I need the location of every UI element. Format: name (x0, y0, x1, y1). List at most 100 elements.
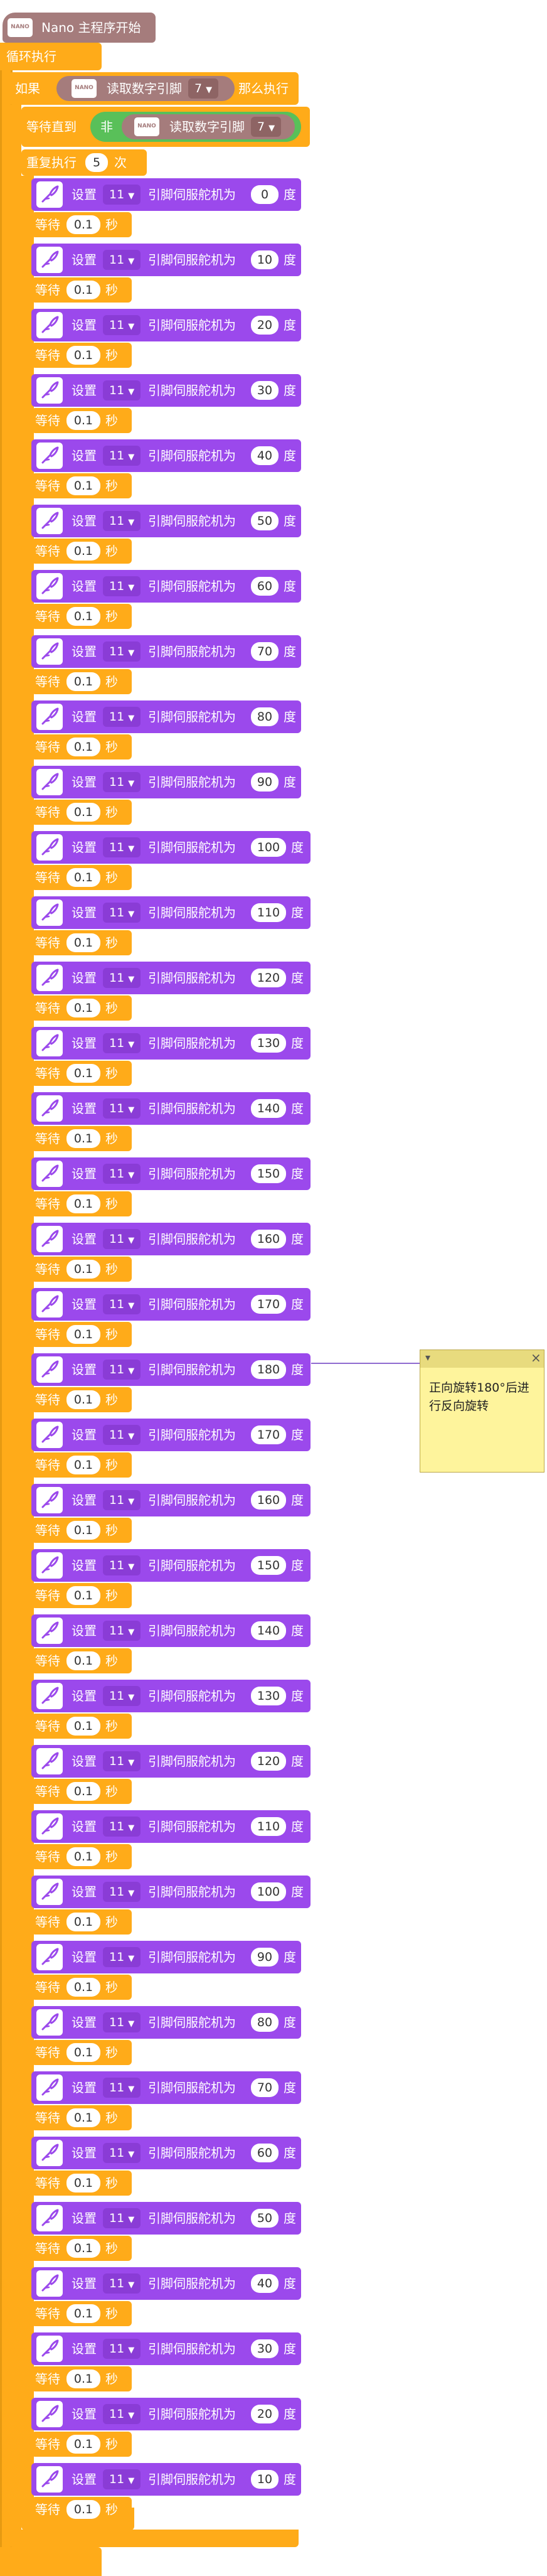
wait-seconds-input[interactable]: 0.1 (66, 607, 100, 626)
comment-text[interactable]: 正向旋转180°后进行反向旋转 (429, 1381, 529, 1413)
servo-angle-input[interactable]: 120 (251, 1752, 286, 1771)
servo-pin-dropdown[interactable]: 11▼ (103, 1425, 141, 1445)
wait-seconds-input[interactable]: 0.1 (66, 999, 100, 1017)
wait-seconds-input[interactable]: 0.1 (66, 803, 100, 822)
wait-seconds-input[interactable]: 0.1 (66, 1717, 100, 1736)
wait-seconds-input[interactable]: 0.1 (66, 411, 100, 430)
repeat-block[interactable]: 重复执行 5 次 (21, 149, 147, 176)
servo-angle-input[interactable]: 20 (251, 2405, 279, 2423)
servo-pin-dropdown[interactable]: 11▼ (103, 185, 141, 205)
servo-angle-input[interactable]: 40 (251, 2274, 279, 2293)
wait-seconds-input[interactable]: 0.1 (66, 672, 100, 691)
servo-pin-dropdown[interactable]: 11▼ (103, 1490, 141, 1510)
servo-angle-input[interactable]: 40 (251, 446, 279, 465)
wait-seconds-input[interactable]: 0.1 (66, 2304, 100, 2323)
servo-angle-input[interactable]: 0 (251, 185, 279, 204)
forever-loop-block[interactable]: 循环执行 (0, 43, 102, 70)
servo-pin-dropdown[interactable]: 11▼ (103, 2273, 141, 2294)
servo-angle-input[interactable]: 20 (251, 316, 279, 335)
servo-pin-dropdown[interactable]: 11▼ (103, 2012, 141, 2032)
servo-angle-input[interactable]: 90 (251, 1948, 279, 1967)
wait-seconds-input[interactable]: 0.1 (66, 1064, 100, 1083)
repeat-count-input[interactable]: 5 (85, 153, 108, 172)
wait-seconds-input[interactable]: 0.1 (66, 2500, 100, 2519)
wait-seconds-input[interactable]: 0.1 (66, 1456, 100, 1474)
servo-pin-dropdown[interactable]: 11▼ (103, 1621, 141, 1641)
read-pin-dropdown[interactable]: 7▼ (251, 117, 282, 137)
servo-angle-input[interactable]: 80 (251, 707, 279, 726)
servo-angle-input[interactable]: 60 (251, 2144, 279, 2162)
servo-angle-input[interactable]: 70 (251, 2078, 279, 2097)
servo-pin-dropdown[interactable]: 11▼ (103, 1751, 141, 1771)
wait-seconds-input[interactable]: 0.1 (66, 542, 100, 561)
wait-seconds-input[interactable]: 0.1 (66, 1260, 100, 1279)
servo-angle-input[interactable]: 150 (251, 1556, 286, 1575)
servo-angle-input[interactable]: 130 (251, 1687, 286, 1705)
servo-angle-input[interactable]: 50 (251, 512, 279, 530)
servo-angle-input[interactable]: 100 (251, 838, 286, 857)
wait-seconds-input[interactable]: 0.1 (66, 1129, 100, 1148)
read-pin-condition[interactable]: NANO 读取数字引脚 7▼ (122, 114, 295, 139)
servo-pin-dropdown[interactable]: 11▼ (103, 1033, 141, 1053)
servo-angle-input[interactable]: 80 (251, 2013, 279, 2032)
servo-pin-dropdown[interactable]: 11▼ (103, 1686, 141, 1706)
wait-seconds-input[interactable]: 0.1 (66, 738, 100, 756)
wait-seconds-input[interactable]: 0.1 (66, 1390, 100, 1409)
servo-pin-dropdown[interactable]: 11▼ (103, 380, 141, 400)
servo-angle-input[interactable]: 110 (251, 1817, 286, 1836)
servo-pin-dropdown[interactable]: 11▼ (103, 315, 141, 335)
servo-pin-dropdown[interactable]: 11▼ (103, 707, 141, 727)
servo-angle-input[interactable]: 170 (251, 1295, 286, 1314)
wait-seconds-input[interactable]: 0.1 (66, 868, 100, 887)
if-block[interactable]: 如果 NANO 读取数字引脚 7▼ 那么执行 (9, 72, 299, 105)
servo-pin-dropdown[interactable]: 11▼ (103, 1360, 141, 1380)
servo-pin-dropdown[interactable]: 11▼ (103, 903, 141, 923)
wait-seconds-input[interactable]: 0.1 (66, 1194, 100, 1213)
servo-angle-input[interactable]: 30 (251, 2339, 279, 2358)
wait-seconds-input[interactable]: 0.1 (66, 2369, 100, 2388)
wait-seconds-input[interactable]: 0.1 (66, 2239, 100, 2258)
servo-pin-dropdown[interactable]: 11▼ (103, 2208, 141, 2228)
servo-pin-dropdown[interactable]: 11▼ (103, 1947, 141, 1967)
servo-pin-dropdown[interactable]: 11▼ (103, 2143, 141, 2163)
servo-angle-input[interactable]: 10 (251, 2470, 279, 2489)
servo-pin-dropdown[interactable]: 11▼ (103, 1882, 141, 1902)
servo-pin-dropdown[interactable]: 11▼ (103, 1229, 141, 1249)
